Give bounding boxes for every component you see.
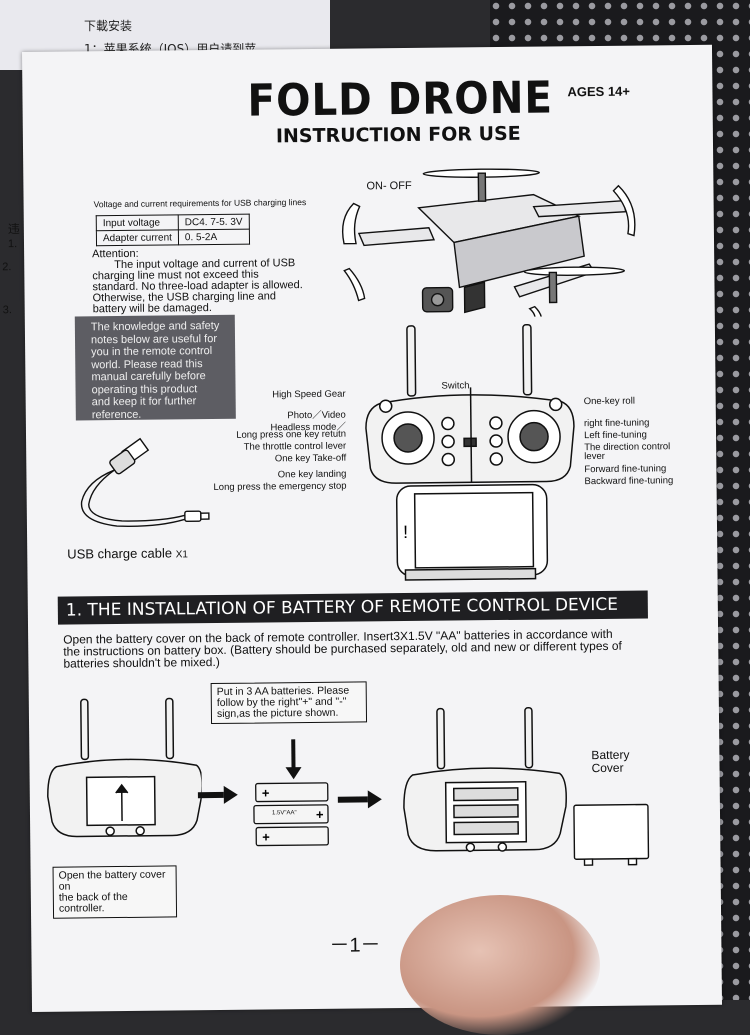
label-landing: One key landing <box>186 469 346 482</box>
battery-arrows: + + + <box>197 738 398 850</box>
safety-line: The knowledge and safety <box>91 320 229 334</box>
arrow-down-icon <box>286 767 302 779</box>
label-throttle: The throttle control lever <box>186 441 346 454</box>
controller-with-batteries <box>397 701 574 873</box>
open-cover-note: Open the battery cover on the back of th… <box>53 865 178 918</box>
put-batteries-note: Put in 3 AA batteries. Please follow by … <box>211 681 367 724</box>
side-mark: 3. <box>3 304 12 316</box>
cover-line: Cover <box>591 762 629 775</box>
battery-label: 1.5V"AA" <box>272 810 297 816</box>
svg-text:+: + <box>262 829 270 844</box>
attention-note: Attention: The input voltage and current… <box>92 247 323 315</box>
label-take-off: One key Take-off <box>186 453 346 466</box>
svg-text:!: ! <box>403 522 408 542</box>
side-mark: 2. <box>2 261 11 273</box>
product-title: FOLD DRONE <box>247 72 553 126</box>
side-mark: 1. <box>8 238 17 250</box>
label-emergency-stop: Long press the emergency stop <box>167 481 347 494</box>
section-intro: Open the battery cover on the back of re… <box>63 627 653 669</box>
age-rating: AGES 14+ <box>567 84 630 100</box>
table-cell: DC4. 7-5. 3V <box>178 214 249 230</box>
label-backward-fine-tuning: Backward fine-tuning <box>584 475 673 487</box>
note-line: Open the battery cover on <box>59 869 171 892</box>
svg-text:+: + <box>316 807 324 822</box>
note-line: the back of the controller. <box>59 891 171 914</box>
background-line-1: 下載安装 <box>84 17 132 34</box>
table-cell: Input voltage <box>96 215 178 231</box>
battery-cover-label: Battery Cover <box>591 749 629 775</box>
safety-note-box: The knowledge and safety notes below are… <box>75 315 236 421</box>
label-return: Long press one key retutn <box>186 429 346 442</box>
label-left-fine-tuning: Left fine-tuning <box>584 429 647 441</box>
finger-overlay <box>400 895 600 1035</box>
battery-cover-illustration <box>570 800 656 871</box>
arrow-right-icon <box>368 790 382 808</box>
drone-illustration <box>333 145 655 318</box>
charging-caption: Voltage and current requirements for USB… <box>94 197 307 209</box>
controller-back-illustration <box>41 690 203 852</box>
section-banner: 1. THE INSTALLATION OF BATTERY OF REMOTE… <box>58 590 648 624</box>
side-mark: 违 <box>8 220 20 237</box>
usb-cable-label: USB charge cable X1 <box>67 545 188 561</box>
power-label: ON- OFF <box>366 180 411 192</box>
product-subtitle: INSTRUCTION FOR USE <box>276 123 521 148</box>
safety-line: you in the remote control <box>91 345 229 359</box>
label-forward-fine-tuning: Forward fine-tuning <box>584 463 666 475</box>
switch-label: Switch <box>441 380 469 391</box>
table-cell: Adapter current <box>96 230 178 246</box>
arrow-right-icon <box>224 786 238 804</box>
instruction-sheet: FOLD DRONE INSTRUCTION FOR USE AGES 14+ … <box>22 45 722 1012</box>
svg-text:+: + <box>262 785 270 800</box>
table-cell: 0. 5-2A <box>178 229 249 245</box>
usb-cable-count: X1 <box>176 549 188 560</box>
label-one-key-roll: One-key roll <box>584 396 635 408</box>
attention-line: battery will be damaged. <box>93 302 323 315</box>
usb-cable-text: USB charge cable <box>67 545 172 561</box>
page-number: －1－ <box>329 928 380 958</box>
note-line: sign,as the picture shown. <box>217 707 361 720</box>
label-right-fine-tuning: right fine-tuning <box>584 417 650 429</box>
label-high-speed-gear: High Speed Gear <box>206 389 346 401</box>
remote-controller-illustration: ! <box>355 316 588 588</box>
label-direction-lever-2: lever <box>584 451 605 462</box>
